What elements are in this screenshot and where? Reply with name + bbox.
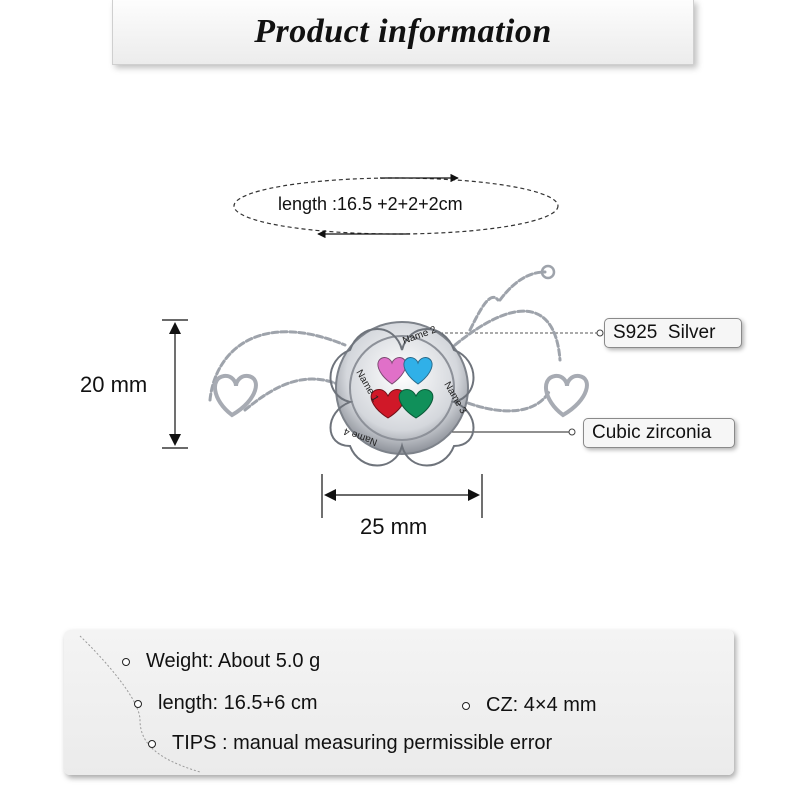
bracelet-chain [208, 270, 562, 413]
width-label: 25 mm [360, 514, 428, 539]
tips-row: TIPS : manual measuring permissible erro… [148, 732, 552, 755]
page-title: Product information [254, 13, 552, 50]
length-text: length: 16.5+6 cm [158, 692, 318, 714]
green-heart-stone [398, 389, 434, 419]
stone-callout: Cubic zirconia [583, 418, 735, 448]
cz-row: CZ: 4×4 mm [462, 694, 597, 717]
bullet-icon [122, 657, 130, 666]
length-row: length: 16.5+6 cm [134, 692, 318, 715]
weight-row: Weight: About 5.0 g [122, 650, 320, 673]
cz-text: CZ: 4×4 mm [486, 694, 597, 716]
bullet-icon [148, 739, 156, 748]
blue-heart-stone [403, 357, 433, 385]
clover-pendant [329, 321, 475, 467]
material-callout: S925 Silver [604, 318, 742, 348]
bracelet-end-ring [540, 264, 556, 280]
title-banner: Product information [112, 0, 694, 65]
height-label: 20 mm [80, 372, 148, 397]
right-heart-charm [544, 373, 589, 418]
bullet-icon [462, 701, 470, 710]
length-label: length :16.5 +2+2+2cm [278, 194, 463, 214]
bullet-icon [134, 699, 142, 708]
tips-text: TIPS : manual measuring permissible erro… [172, 732, 553, 754]
left-heart-charm [213, 373, 258, 418]
weight-text: Weight: About 5.0 g [146, 650, 321, 672]
